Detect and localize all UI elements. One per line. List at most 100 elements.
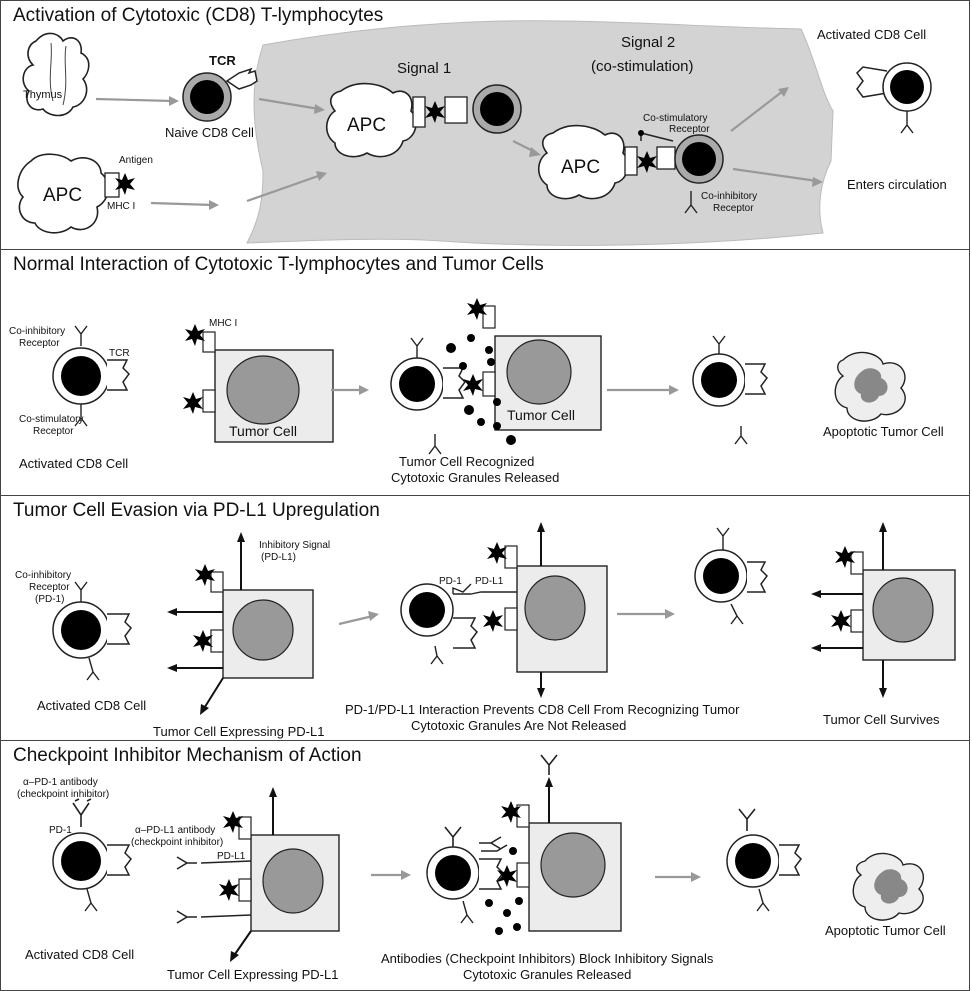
tumor-cell-pdl1 <box>167 532 314 715</box>
tcr-label: TCR <box>109 348 130 359</box>
circulation-label: Enters circulation <box>847 177 947 192</box>
thymus-label: Thymus <box>23 89 63 101</box>
panel-evasion: Co-inhibitory Receptor (PD-1) Activated … <box>0 495 970 741</box>
apc-left-icon <box>17 153 109 234</box>
antibody-pdl1-icon-2 <box>176 910 197 924</box>
prevents-line-1: PD-1/PD-L1 Interaction Prevents CD8 Cell… <box>345 702 740 717</box>
signal1-label: Signal 1 <box>397 60 451 77</box>
tumor-cell-1 <box>183 324 334 443</box>
tumor-2-label: Tumor Cell <box>507 407 575 423</box>
thymus-icon <box>22 32 90 117</box>
panel-3-svg: Co-inhibitory Receptor (PD-1) Activated … <box>15 522 956 739</box>
panel-4-svg: α–PD-1 antibody (checkpoint inhibitor) P… <box>17 754 946 982</box>
costim-label-2: Receptor <box>669 124 710 135</box>
antigen-label: Antigen <box>119 155 153 166</box>
apc-left-label: APC <box>43 185 82 206</box>
expressing-label: Tumor Cell Expressing PD-L1 <box>153 724 324 739</box>
panel-checkpoint: α–PD-1 antibody (checkpoint inhibitor) P… <box>0 740 970 991</box>
apdl1-label-2: (checkpoint inhibitor) <box>131 837 223 848</box>
prevents-line-2: Cytotoxic Granules Are Not Released <box>411 718 626 733</box>
apd1-label-2: (checkpoint inhibitor) <box>17 789 109 800</box>
block-line-1: Antibodies (Checkpoint Inhibitors) Block… <box>381 951 714 966</box>
mhc-label: MHC I <box>209 318 237 329</box>
costim-label-1: Co-stimulatory <box>643 113 707 124</box>
granules-checkpoint <box>485 847 523 935</box>
coinhib-label-1: Co-inhibitory <box>15 570 71 581</box>
apoptotic-tumor-cell <box>834 351 906 422</box>
panel-activation: Thymus TCR Naive CD8 Cell APC Antigen MH… <box>0 0 970 250</box>
tcr-label: TCR <box>209 53 236 68</box>
naive-cd8-cell <box>182 67 258 122</box>
costim-label-1: Co-stimulatory <box>19 414 83 425</box>
activated-cd8-left <box>52 325 130 427</box>
activated-label: Activated CD8 Cell <box>37 698 146 713</box>
activated-cd8-left <box>52 832 132 912</box>
activated-cd8-after <box>726 808 802 912</box>
expressing-label: Tumor Cell Expressing PD-L1 <box>167 967 338 982</box>
activated-label: Activated CD8 Cell <box>817 27 926 42</box>
arrow-to-circulation <box>732 167 818 183</box>
panel-1-svg: Thymus TCR Naive CD8 Cell APC Antigen MH… <box>17 20 947 246</box>
panel-1-title: Activation of Cytotoxic (CD8) T-lymphocy… <box>13 5 384 26</box>
panel-3-title: Tumor Cell Evasion via PD-L1 Upregulatio… <box>13 500 380 521</box>
antibody-pd1-icon <box>72 798 92 827</box>
apd1-label-1: α–PD-1 antibody <box>23 777 98 788</box>
signal2b-label: (co-stimulation) <box>591 58 694 75</box>
coinhib-label-2: Receptor <box>19 338 60 349</box>
apoptotic-label: Apoptotic Tumor Cell <box>823 424 944 439</box>
pd1-label: PD-1 <box>49 825 72 836</box>
tumor-cell-survives <box>811 522 956 698</box>
naive-label: Naive CD8 Cell <box>165 125 254 140</box>
costim-label-2: Receptor <box>33 426 74 437</box>
apc-signal1-icon <box>325 82 417 158</box>
panel-4-title: Checkpoint Inhibitor Mechanism of Action <box>13 745 362 766</box>
tumor-cell-pdl1 <box>200 787 340 962</box>
apdl1-label-1: α–PD-L1 antibody <box>135 825 215 836</box>
interaction-evasion <box>400 522 608 698</box>
activated-cd8-after <box>694 527 768 625</box>
arrow-to-activated <box>730 90 784 132</box>
arrow-apc-signal1 <box>246 173 322 203</box>
apc-signal2-label: APC <box>561 157 600 178</box>
activated-cd8-after <box>692 335 768 445</box>
inhibitory-signal-2: (PD-L1) <box>261 552 296 563</box>
antibody-pdl1-icon-1 <box>176 856 197 870</box>
tcell-signal1 <box>472 84 522 134</box>
pdl1-label: PD-L1 <box>475 576 504 587</box>
mhc-label: MHC I <box>107 201 135 212</box>
apoptotic-label: Apoptotic Tumor Cell <box>825 923 946 938</box>
apc-signal2-icon <box>537 124 629 200</box>
apc-signal1-label: APC <box>347 115 386 136</box>
coinhib-label-2: Receptor <box>29 582 70 593</box>
interaction-checkpoint <box>426 754 622 932</box>
lymph-node-background <box>246 20 834 246</box>
pdl1-label: PD-L1 <box>217 851 246 862</box>
recognized-line-2: Cytotoxic Granules Released <box>391 470 559 485</box>
arrow-p3-1 <box>338 614 374 626</box>
activated-label: Activated CD8 Cell <box>19 456 128 471</box>
pd1-label: PD-1 <box>439 576 462 587</box>
coinhib-label-3: (PD-1) <box>35 594 64 605</box>
activated-cd8-left <box>52 581 132 681</box>
coinhib-label-1: Co-inhibitory <box>9 326 65 337</box>
activated-cd8-cell <box>856 62 932 134</box>
panel-2-svg: Co-inhibitory Receptor TCR Co-stimulator… <box>9 298 944 485</box>
arrow-thymus-naive <box>95 97 174 103</box>
arrow-apc-out <box>150 201 214 207</box>
inhibitory-signal-1: Inhibitory Signal <box>259 540 330 551</box>
activated-label: Activated CD8 Cell <box>25 947 134 962</box>
block-line-2: Cytotoxic Granules Released <box>463 967 631 982</box>
panel-normal: Co-inhibitory Receptor TCR Co-stimulator… <box>0 249 970 496</box>
arrow-naive-signal1 <box>258 97 320 111</box>
interaction-normal <box>390 298 602 455</box>
tcell-signal2 <box>674 134 724 184</box>
panel-2-title: Normal Interaction of Cytotoxic T-lympho… <box>13 254 544 275</box>
apoptotic-tumor-cell <box>852 852 924 921</box>
granules-normal <box>446 334 516 445</box>
coinhib-label-2: Receptor <box>713 203 754 214</box>
antigen-icon <box>115 173 135 195</box>
coinhib-label-1: Co-inhibitory <box>701 191 757 202</box>
signal2-label: Signal 2 <box>621 34 675 51</box>
recognized-line-1: Tumor Cell Recognized <box>399 454 534 469</box>
